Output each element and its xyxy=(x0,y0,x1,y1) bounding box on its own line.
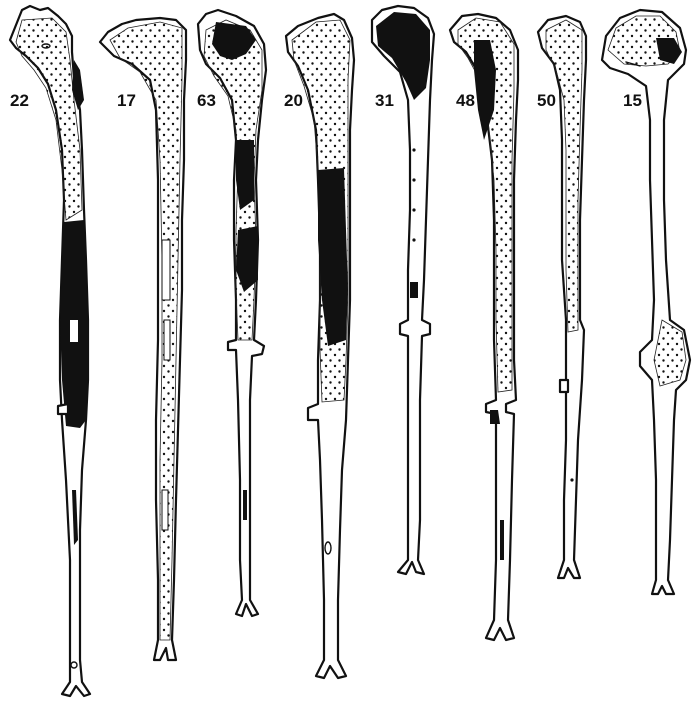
specimen-31-label: 31 xyxy=(375,91,394,110)
specimen-17-pale-2 xyxy=(164,320,170,360)
specimen-15: 15 xyxy=(602,10,690,594)
specimen-50-dot xyxy=(570,478,573,481)
specimen-63-streak xyxy=(243,490,247,520)
specimen-50: 50 xyxy=(537,16,586,578)
specimen-22: 22 xyxy=(10,6,90,696)
specimen-15-outline xyxy=(602,10,690,594)
specimen-17-pale-1 xyxy=(162,240,170,300)
specimen-31: 31 xyxy=(372,6,434,574)
specimen-17-pale-3 xyxy=(162,490,168,530)
specimen-17: 17 xyxy=(100,18,186,660)
specimen-22-label: 22 xyxy=(10,91,29,110)
specimen-50-node xyxy=(560,380,568,392)
specimen-48-streak xyxy=(500,520,504,560)
specimen-48: 48 xyxy=(450,14,518,640)
specimen-31-dot-3 xyxy=(412,208,415,211)
specimen-31-dot-1 xyxy=(412,148,415,151)
specimen-31-dark-low xyxy=(410,282,418,298)
specimen-50-label: 50 xyxy=(537,91,556,110)
specimen-22-node xyxy=(58,404,68,414)
specimen-20-label: 20 xyxy=(284,91,303,110)
specimen-17-stipple xyxy=(110,22,182,640)
specimen-63-dark-mid-1 xyxy=(236,140,254,210)
specimen-20: 20 xyxy=(284,14,354,678)
specimen-22-light-spot xyxy=(70,320,78,342)
specimen-31-dot-4 xyxy=(412,238,415,241)
specimen-63-label: 63 xyxy=(197,91,216,110)
specimen-63: 63 xyxy=(197,10,266,616)
specimen-17-label: 17 xyxy=(117,91,136,110)
specimen-48-label: 48 xyxy=(456,91,475,110)
specimen-31-dot-2 xyxy=(412,178,415,181)
specimen-15-label: 15 xyxy=(623,91,642,110)
